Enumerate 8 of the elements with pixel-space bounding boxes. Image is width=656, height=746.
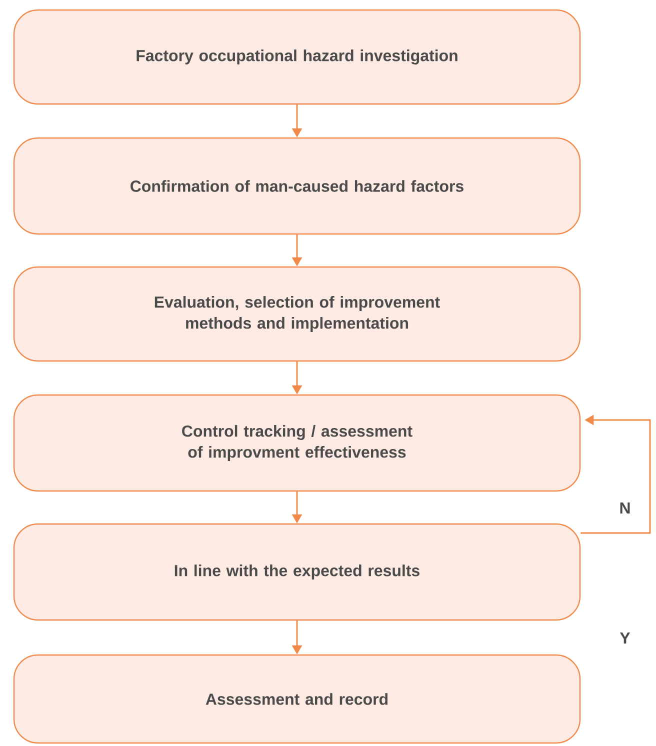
process-box: Confirmation of man-caused hazard factors xyxy=(13,137,581,235)
branch-label: Y xyxy=(620,632,630,644)
edge-label: N xyxy=(620,502,630,514)
process-box: Factory occupational hazard investigation xyxy=(13,9,581,105)
process-box: Assessment and record xyxy=(13,654,581,744)
process-box: In line with the expected results xyxy=(13,523,581,621)
process-box: Evaluation, selection of improvement methods and implementation xyxy=(13,266,581,362)
process-box: Control tracking / assessment of improvment effectiveness xyxy=(13,394,581,492)
